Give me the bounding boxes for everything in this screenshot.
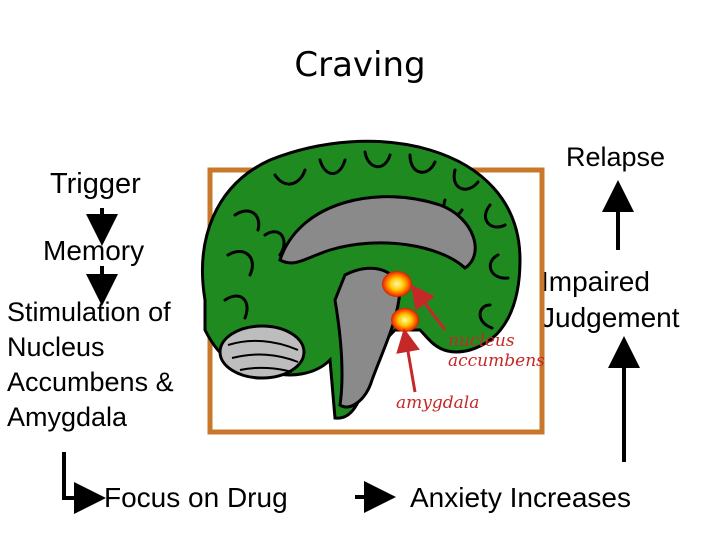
nucleus-accumbens-hotspot xyxy=(382,271,412,297)
label-accumbens: accumbens xyxy=(448,351,545,371)
diagram-title: Craving xyxy=(294,45,426,85)
nucleus-pointer-arrow xyxy=(410,284,447,331)
arrow-stimulation-to-focus xyxy=(62,452,106,514)
label-nucleus: nucleus xyxy=(448,331,515,351)
amygdala-pointer-arrow xyxy=(396,328,420,393)
cerebellum xyxy=(218,324,306,380)
amygdala-hotspot xyxy=(391,308,419,332)
step-impaired-judgement: Impaired Judgement xyxy=(541,266,680,333)
label-amygdala: amygdala xyxy=(396,393,479,413)
step-anxiety-increases: Anxiety Increases xyxy=(410,482,631,513)
step-focus-on-drug: Focus on Drug xyxy=(104,482,288,513)
step-trigger: Trigger xyxy=(50,168,141,200)
step-relapse: Relapse xyxy=(566,142,666,172)
brain-illustration xyxy=(201,139,522,420)
